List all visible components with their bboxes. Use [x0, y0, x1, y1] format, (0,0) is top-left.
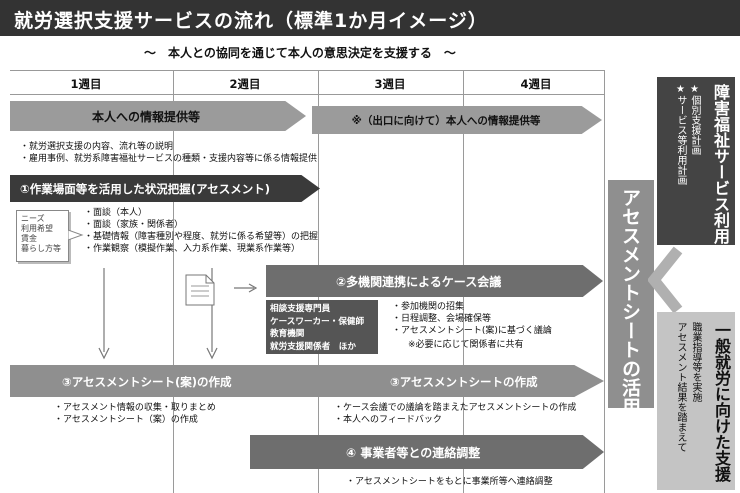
coordination-list: アセスメントシートをもとに事業所等へ連絡調整 — [346, 476, 553, 488]
needs-note: ニーズ 利用希望 賃金 暮らし方等 — [16, 210, 69, 262]
list-item: 参加機関の招集 — [392, 301, 552, 313]
case-meeting-label: ②多機関連携によるケース会議 — [336, 274, 502, 289]
sheet-use-label: アセスメントシートの活用 — [619, 188, 641, 416]
welfare-item: ★サービス等利用計画 — [675, 84, 686, 185]
sheet-final-list: ケース会議での議論を踏まえたアセスメントシートの作成 本人へのフィードバック — [334, 402, 576, 426]
document-icon — [185, 274, 215, 306]
list-item: アセスメント情報の収集・取りまとめ — [54, 402, 216, 414]
list-item: 基礎情報（障害種別や程度、就労に係る希望等）の把握 — [84, 231, 318, 243]
info-provision-list: 就労選択支援の内容、流れ等の説明 雇用事例、就労系障害福祉サービスの種類・支援内… — [20, 141, 317, 165]
list-item: アセスメントシート(案)に基づく議論 — [392, 325, 552, 337]
member-line: 就労支援関係者 ほか — [270, 341, 356, 352]
member-line: ケースワーカー・保健師 — [270, 316, 365, 327]
welfare-title: 障害福祉サービス利用 — [711, 84, 730, 244]
note-line: 賃金 — [21, 234, 37, 243]
sheet-draft-label: ③アセスメントシート(案)の作成 — [62, 375, 232, 389]
note-pointer-icon — [68, 229, 84, 241]
member-line: 相談支援専門員 — [270, 304, 331, 314]
assessment-list: 面談（本人） 面談（家族・関係者） 基礎情報（障害種別や程度、就労に係る希望等）… — [84, 207, 318, 255]
general-employment-title: 一般就労に向けた支援 — [712, 322, 731, 482]
exit-info-arrow: ※（出口に向けて）本人への情報提供等 — [312, 106, 602, 134]
right-arrow-icon — [234, 283, 258, 293]
week-header — [10, 70, 604, 95]
general-employment-item: アセスメント結果を踏まえて — [675, 322, 686, 452]
case-meeting-members: 相談支援専門員 ケースワーカー・保健師 教育機関 就労支援関係者 ほか — [266, 300, 378, 354]
week-label: 1週目 — [70, 77, 102, 91]
subtitle: ～ 本人との協同を通じて本人の意思決定を支援する ～ — [144, 46, 456, 60]
list-item: 面談（家族・関係者） — [84, 219, 318, 231]
list-item: 本人へのフィードバック — [334, 414, 576, 426]
week-label: 4週目 — [520, 77, 552, 91]
exit-info-label: ※（出口に向けて）本人への情報提供等 — [351, 114, 541, 127]
note-line: ニーズ — [21, 214, 45, 223]
title-bar — [0, 0, 740, 36]
sheet-final-label: ③アセスメントシートの作成 — [390, 375, 538, 389]
coordination-label: ④ 事業者等との連絡調整 — [346, 445, 481, 460]
member-line: 教育機関 — [270, 329, 305, 339]
list-item: 面談（本人） — [84, 207, 318, 219]
list-item: 作業観察（模擬作業、入力系作業、現業系作業等） — [84, 243, 318, 255]
general-employment-panel — [657, 312, 735, 490]
case-meeting-arrow: ②多機関連携によるケース会議 — [266, 265, 603, 297]
branch-chevron-icon — [648, 246, 683, 314]
sheet-draft-list: アセスメント情報の収集・取りまとめ アセスメントシート（案）の作成 — [54, 402, 216, 426]
week-label: 2週目 — [229, 77, 261, 91]
list-item: アセスメントシートをもとに事業所等へ連絡調整 — [346, 476, 553, 488]
week-divider — [173, 70, 174, 493]
note-line: 利用希望 — [21, 224, 53, 233]
week-divider — [604, 70, 605, 493]
case-meeting-note: ※必要に応じて関係者に共有 — [408, 340, 524, 350]
list-item: 日程調整、会場確保等 — [392, 313, 552, 325]
down-arrow-icon — [98, 268, 110, 360]
coordination-arrow: ④ 事業者等との連絡調整 — [250, 435, 604, 469]
info-provision-label: 本人への情報提供等 — [91, 109, 200, 124]
assessment-sheet-arrow — [10, 365, 604, 397]
general-employment-item: 職業指導等を実施 — [690, 322, 701, 402]
list-item: 雇用事例、就労系障害福祉サービスの種類・支援内容等に係る情報提供 — [20, 153, 317, 165]
info-provision-arrow: 本人への情報提供等 — [10, 101, 306, 131]
case-meeting-list: 参加機関の招集 日程調整、会場確保等 アセスメントシート(案)に基づく議論 — [392, 301, 552, 337]
assessment-label: ①作業場面等を活用した状況把握(アセスメント) — [20, 181, 271, 196]
sheet-use-panel — [608, 180, 654, 408]
page-title: 就労選択支援サービスの流れ（標準1か月イメージ） — [14, 10, 488, 32]
welfare-item: ★個別支援計画 — [689, 84, 700, 155]
list-item: 就労選択支援の内容、流れ等の説明 — [20, 141, 317, 153]
week-label: 3週目 — [374, 77, 406, 91]
welfare-panel — [657, 77, 735, 245]
list-item: ケース会議での議論を踏まえたアセスメントシートの作成 — [334, 402, 576, 414]
note-line: 暮らし方等 — [21, 244, 61, 253]
assessment-arrow: ①作業場面等を活用した状況把握(アセスメント) — [10, 175, 320, 202]
list-item: アセスメントシート（案）の作成 — [54, 414, 216, 426]
